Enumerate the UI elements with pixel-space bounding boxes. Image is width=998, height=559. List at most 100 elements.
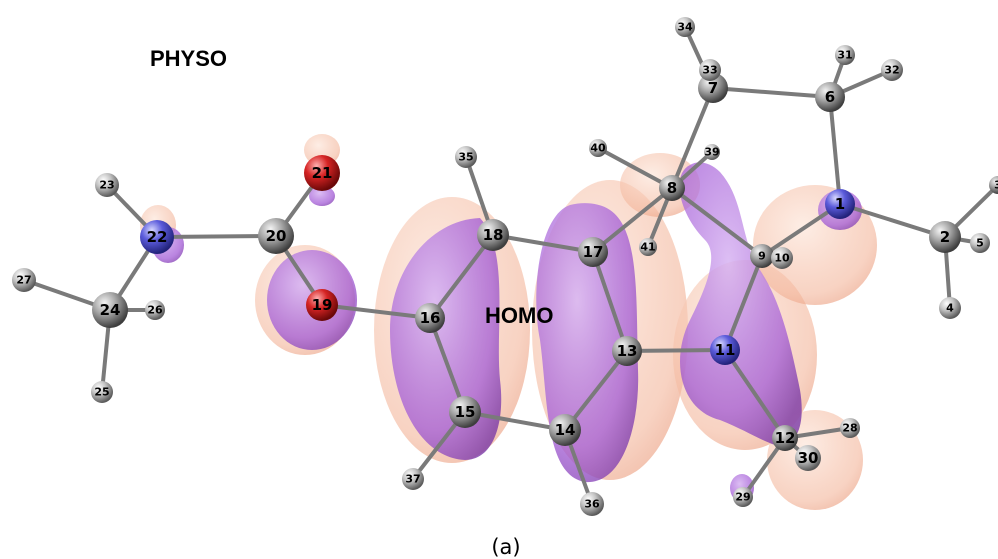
atom-label-30: 30 bbox=[798, 449, 819, 467]
bond-8-7 bbox=[670, 86, 715, 190]
atom-7: 7 bbox=[698, 73, 728, 103]
atom-18: 18 bbox=[477, 219, 509, 251]
bond-17-8 bbox=[591, 186, 674, 254]
atom-label-15: 15 bbox=[455, 403, 476, 421]
atom-19: 19 bbox=[306, 289, 338, 321]
atom-sphere-35 bbox=[455, 146, 477, 168]
bond-7-6 bbox=[711, 86, 832, 99]
atom-21: 21 bbox=[304, 155, 340, 191]
atom-label-31: 31 bbox=[837, 49, 852, 62]
atom-label-12: 12 bbox=[775, 429, 796, 447]
atom-sphere-41 bbox=[639, 238, 657, 256]
atom-label-20: 20 bbox=[266, 227, 287, 245]
atom-sphere-29 bbox=[733, 487, 753, 507]
atom-sphere-28 bbox=[840, 418, 860, 438]
atom-17: 17 bbox=[578, 237, 608, 267]
atom-label-28: 28 bbox=[842, 422, 857, 435]
panel-label: (a) bbox=[491, 535, 520, 559]
atom-sphere-33 bbox=[699, 59, 721, 81]
atom-sphere-39 bbox=[704, 144, 720, 160]
atom-36: 36 bbox=[580, 492, 604, 516]
atom-sphere-27 bbox=[12, 268, 36, 292]
lobe-positive-o21 bbox=[309, 186, 335, 206]
bond-14-13 bbox=[563, 349, 629, 432]
atom-sphere-9 bbox=[750, 244, 774, 268]
atom-4: 4 bbox=[939, 297, 961, 319]
bond-22-20 bbox=[155, 234, 278, 239]
atom-sphere-25 bbox=[91, 381, 113, 403]
atom-35: 35 bbox=[455, 146, 477, 168]
lobe-positive-ring-center bbox=[536, 203, 639, 483]
atom-3: 3 bbox=[989, 176, 998, 194]
atom-label-27: 27 bbox=[16, 274, 31, 287]
atom-30: 30 bbox=[795, 445, 821, 471]
atom-label-7: 7 bbox=[708, 79, 718, 97]
atom-label-6: 6 bbox=[825, 88, 835, 106]
atom-sphere-1 bbox=[825, 189, 855, 219]
bond-8-40 bbox=[596, 146, 674, 190]
atom-5: 5 bbox=[970, 233, 990, 253]
atom-sphere-40 bbox=[589, 139, 607, 157]
atom-label-3: 3 bbox=[994, 179, 998, 192]
atom-sphere-8 bbox=[659, 175, 685, 201]
atom-28: 28 bbox=[840, 418, 860, 438]
atom-sphere-30 bbox=[795, 445, 821, 471]
atom-25: 25 bbox=[91, 381, 113, 403]
atom-label-34: 34 bbox=[677, 21, 693, 34]
atom-sphere-18 bbox=[477, 219, 509, 251]
atom-label-32: 32 bbox=[884, 64, 899, 77]
figure-title: PHYSO bbox=[150, 46, 227, 71]
atom-sphere-6 bbox=[815, 82, 845, 112]
atom-sphere-10 bbox=[771, 247, 793, 269]
atom-12: 12 bbox=[772, 425, 798, 451]
atom-label-39: 39 bbox=[704, 146, 719, 159]
atom-label-24: 24 bbox=[100, 301, 121, 319]
bond-13-17 bbox=[591, 250, 629, 353]
atom-label-16: 16 bbox=[420, 309, 441, 327]
atom-sphere-13 bbox=[612, 336, 642, 366]
atom-label-25: 25 bbox=[94, 386, 109, 399]
bond-15-14 bbox=[463, 410, 567, 432]
atom-label-40: 40 bbox=[590, 142, 606, 155]
atom-sphere-12 bbox=[772, 425, 798, 451]
atom-sphere-11 bbox=[710, 335, 740, 365]
atom-37: 37 bbox=[402, 468, 424, 490]
atom-1: 1 bbox=[825, 189, 855, 219]
atom-label-8: 8 bbox=[667, 179, 677, 197]
atom-sphere-17 bbox=[578, 237, 608, 267]
atom-29: 29 bbox=[733, 487, 753, 507]
atom-label-26: 26 bbox=[147, 304, 163, 317]
atom-label-17: 17 bbox=[583, 243, 604, 261]
atom-sphere-26 bbox=[145, 300, 165, 320]
atom-sphere-24 bbox=[92, 292, 128, 328]
bond-13-11 bbox=[625, 348, 727, 353]
atom-sphere-2 bbox=[929, 221, 961, 253]
atom-label-22: 22 bbox=[147, 228, 168, 246]
atom-8: 8 bbox=[659, 175, 685, 201]
atom-34: 34 bbox=[675, 17, 695, 37]
atom-label-14: 14 bbox=[555, 421, 576, 439]
atom-label-21: 21 bbox=[312, 164, 333, 182]
atom-label-1: 1 bbox=[835, 195, 845, 213]
atom-label-37: 37 bbox=[405, 473, 420, 486]
atom-label-36: 36 bbox=[584, 498, 600, 511]
atom-label-4: 4 bbox=[946, 302, 954, 315]
atom-label-9: 9 bbox=[758, 250, 766, 263]
bond-9-1 bbox=[760, 202, 842, 258]
atom-24: 24 bbox=[92, 292, 128, 328]
atom-sphere-7 bbox=[698, 73, 728, 103]
atom-22: 22 bbox=[140, 220, 174, 254]
atom-label-2: 2 bbox=[940, 228, 950, 246]
atom-15: 15 bbox=[449, 396, 481, 428]
atom-label-41: 41 bbox=[640, 241, 655, 254]
atom-sphere-34 bbox=[675, 17, 695, 37]
atom-40: 40 bbox=[589, 139, 607, 157]
atom-26: 26 bbox=[145, 300, 165, 320]
atom-label-33: 33 bbox=[702, 64, 717, 77]
atom-layer: 1234567891011121314151617181920212223242… bbox=[12, 17, 998, 516]
atom-23: 23 bbox=[95, 173, 119, 197]
bond-11-12 bbox=[723, 348, 787, 440]
atom-sphere-37 bbox=[402, 468, 424, 490]
atom-label-10: 10 bbox=[774, 252, 790, 265]
